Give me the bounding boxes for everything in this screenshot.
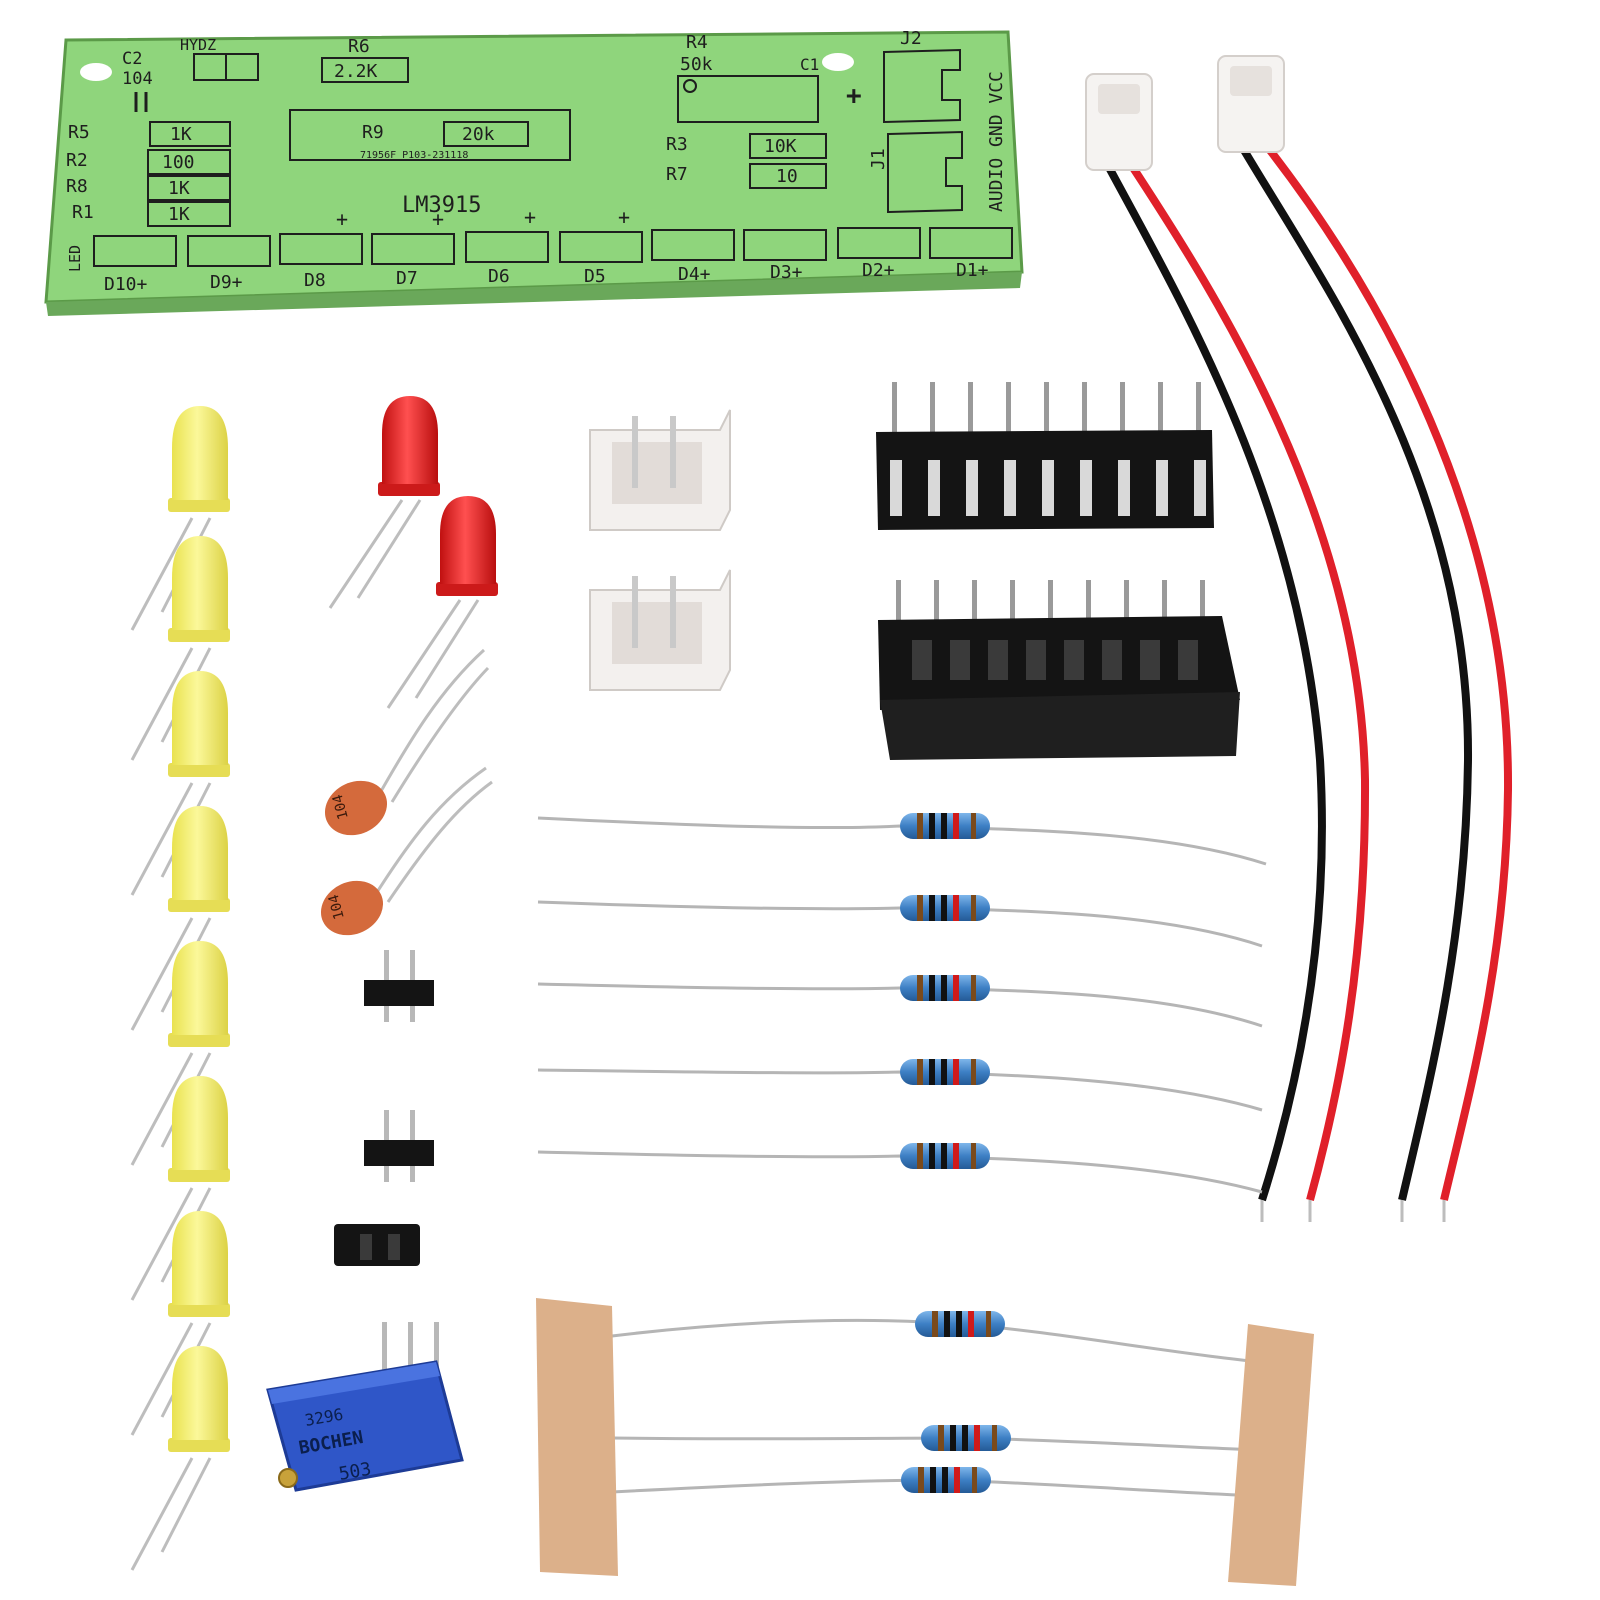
- pcb-r8-value: 1K: [168, 178, 190, 199]
- pcb-part-number: 71956F_P103-231118: [360, 150, 468, 161]
- taped-resistor-strip: [536, 1298, 1314, 1586]
- red-led: [328, 394, 442, 610]
- resistor: [537, 813, 1267, 866]
- pcb-c2-value: 104: [122, 69, 153, 89]
- pcb-r7-value: 10: [776, 166, 798, 187]
- pcb-led-footprints: [93, 227, 1013, 267]
- pcb-board: HYDZ R6 2.2K C2 104 R4 50k C1 + J2 J1 AU…: [44, 28, 1024, 316]
- resistor: [537, 975, 1263, 1028]
- pcb-hydz-label: HYDZ: [180, 36, 216, 54]
- jst-socket: [589, 569, 731, 691]
- pcb-d7-label: D7: [396, 268, 418, 289]
- pcb-d10-label: D10+: [104, 274, 148, 295]
- pcb-r1-ref: R1: [72, 202, 94, 223]
- pcb-r3-value: 10K: [764, 136, 797, 157]
- pcb-plus-2: +: [432, 207, 444, 231]
- trimmer-potentiometer: 3296 BOCHEN 503: [266, 1322, 464, 1492]
- resistor-row: [537, 813, 1267, 1194]
- pcb-plus-3: +: [524, 205, 536, 229]
- pcb-d5-label: D5: [584, 266, 606, 287]
- pcb-c1-ref: C1: [800, 55, 819, 74]
- ic-socket-18pin: [876, 382, 1214, 530]
- jst-socket: [589, 409, 731, 531]
- pcb-r8-ref: R8: [66, 176, 88, 197]
- resistor: [921, 1425, 1011, 1451]
- pcb-led-label: LED: [66, 245, 84, 272]
- yellow-led: [130, 1344, 232, 1572]
- pcb-r4-ref: R4: [686, 32, 708, 53]
- pcb-chip-label: LM3915: [402, 193, 481, 218]
- pcb-c2-ref: C2: [122, 49, 142, 69]
- pin-header: [364, 950, 434, 1022]
- potentiometer-code: 503: [337, 1459, 373, 1485]
- pcb-r1-value: 1K: [168, 204, 190, 225]
- pin-header: [364, 1110, 434, 1182]
- pcb-d2-label: D2+: [862, 260, 895, 281]
- pcb-r2-value: 100: [162, 152, 195, 173]
- pcb-d1-label: D1+: [956, 260, 989, 281]
- pcb-port-label: AUDIO GND VCC: [986, 71, 1007, 212]
- wire-harness-left: [1085, 73, 1370, 1222]
- pcb-plus-4: +: [618, 205, 630, 229]
- pcb-d4-label: D4+: [678, 264, 711, 285]
- ceramic-capacitor: 104: [320, 766, 493, 936]
- pcb-d9-label: D9+: [210, 272, 243, 293]
- pcb-r5-value: 1K: [170, 124, 192, 145]
- pcb-d6-label: D6: [488, 266, 510, 287]
- jumper-cap: [334, 1224, 420, 1266]
- pcb-r7-ref: R7: [666, 164, 688, 185]
- adjust-screw-icon: [278, 1468, 298, 1488]
- resistor: [537, 1059, 1263, 1112]
- pcb-j2-label: J2: [900, 28, 922, 49]
- resistor: [537, 1143, 1263, 1194]
- tape-right: [1228, 1324, 1314, 1586]
- resistor: [901, 1467, 991, 1493]
- wire-harness-right: [1217, 55, 1513, 1222]
- pcb-r4-value: 50k: [680, 54, 713, 75]
- capacitor-marking: 104: [326, 893, 348, 922]
- ceramic-capacitor: 104: [324, 648, 490, 836]
- pcb-r9-value: 20k: [462, 124, 495, 145]
- pcb-r5-ref: R5: [68, 122, 90, 143]
- pcb-r3-ref: R3: [666, 134, 688, 155]
- resistor: [537, 895, 1263, 948]
- pcb-r6-value: 2.2K: [334, 61, 378, 82]
- pcb-j1-label: J1: [868, 148, 889, 170]
- pcb-plus-1: +: [336, 207, 348, 231]
- ic-socket-16pin: [878, 580, 1240, 760]
- pcb-d3-label: D3+: [770, 262, 803, 283]
- yellow-led-column: [130, 404, 232, 1572]
- pcb-r9-ref: R9: [362, 122, 384, 143]
- capacitor-marking: 104: [330, 793, 352, 822]
- tape-left: [536, 1298, 618, 1576]
- pcb-c1-plus: +: [846, 81, 862, 111]
- resistor: [915, 1311, 1005, 1337]
- pcb-r2-ref: R2: [66, 150, 88, 171]
- pcb-r6-ref: R6: [348, 36, 370, 57]
- pcb-d8-label: D8: [304, 270, 326, 291]
